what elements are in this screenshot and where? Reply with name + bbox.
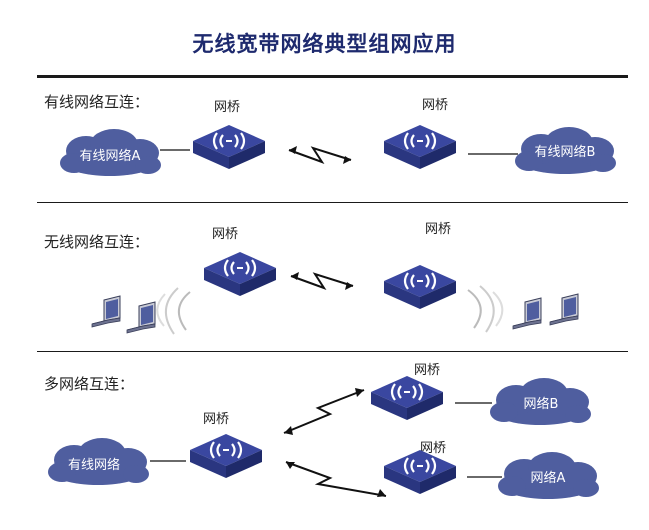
section-label-wireless: 无线网络互连： <box>44 233 150 251</box>
arrowhead <box>284 426 293 435</box>
laptop-icon <box>512 297 542 330</box>
bridge-label: 网桥 <box>420 441 447 456</box>
wifi-arc-icon <box>492 291 504 327</box>
wireless-bridge-icon <box>191 123 267 171</box>
lightning-link-icon <box>285 461 387 497</box>
laptop-icon <box>126 301 156 334</box>
laptop-icon <box>549 293 579 326</box>
lightning-link-icon <box>283 389 365 434</box>
arrowhead <box>345 282 353 290</box>
wireless-bridge-icon <box>369 374 445 422</box>
cloud-label-wired: 有线网络 <box>68 457 120 473</box>
bridge-label: 网桥 <box>422 98 449 113</box>
wireless-bridge-icon <box>188 432 264 480</box>
arrowhead <box>289 146 297 154</box>
wifi-arc-icon <box>479 285 495 333</box>
bridge-label: 网桥 <box>212 227 239 242</box>
wireless-bridge-icon <box>382 263 458 311</box>
bridge-label: 网桥 <box>203 412 230 427</box>
wireless-bridge-icon <box>202 250 278 298</box>
wireless-bridge-icon <box>382 123 458 171</box>
bridge-label: 网桥 <box>425 222 452 237</box>
section-divider-2 <box>37 351 628 352</box>
wifi-arc-icon <box>467 289 482 329</box>
lightning-link-icon <box>290 272 354 290</box>
page-title: 无线宽带网络典型组网应用 <box>192 32 457 56</box>
lightning-link-icon <box>288 146 352 164</box>
laptop-icon <box>91 295 121 328</box>
wifi-arc-icon <box>156 293 166 327</box>
wifi-arc-icon <box>178 291 191 331</box>
title-divider <box>37 75 628 78</box>
section-label-multi: 多网络互连： <box>44 375 135 393</box>
cloud-label-net-b: 网络B <box>524 396 559 412</box>
arrowhead <box>377 489 386 497</box>
cloud-label-wired-b: 有线网络B <box>535 144 596 160</box>
wireless-bridge-icon <box>382 448 458 496</box>
bridge-label: 网桥 <box>414 363 441 378</box>
wifi-arc-icon <box>165 287 179 335</box>
cloud-label-net-a: 网络A <box>531 470 566 486</box>
section-label-wired: 有线网络互连： <box>44 93 150 111</box>
arrowhead <box>343 156 351 164</box>
arrowhead <box>355 388 364 397</box>
bridge-label: 网桥 <box>214 100 241 115</box>
arrowhead <box>291 272 299 280</box>
arrowhead <box>286 462 295 469</box>
section-divider-1 <box>37 202 628 203</box>
cloud-label-wired-a: 有线网络A <box>80 148 141 164</box>
